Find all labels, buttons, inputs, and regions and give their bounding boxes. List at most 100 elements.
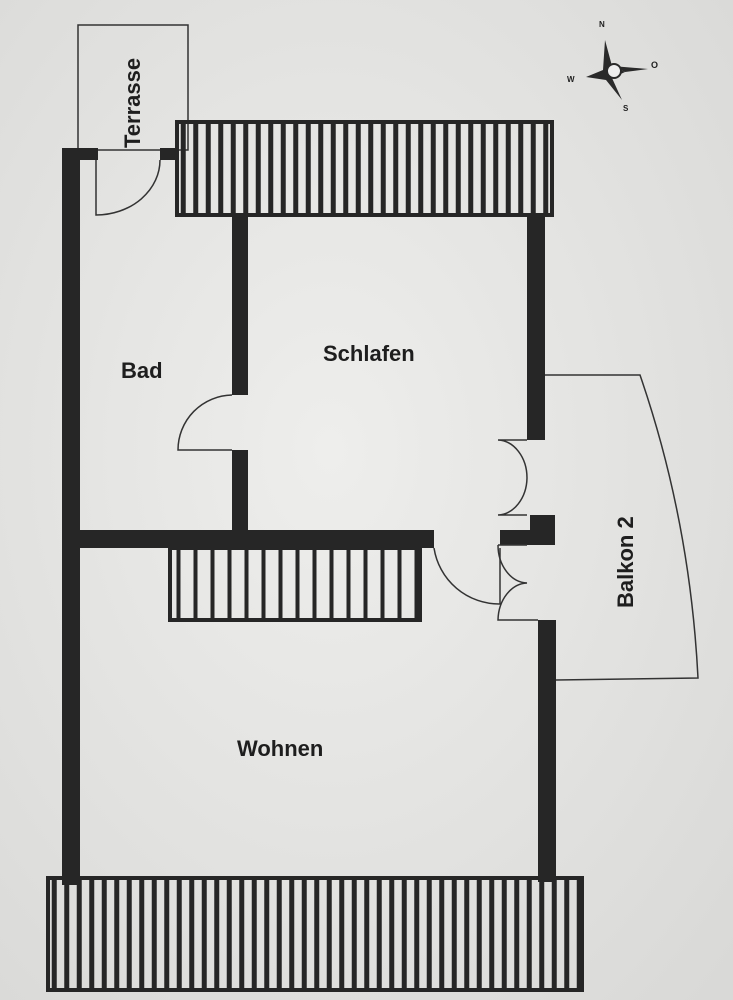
hatch-bar	[176, 548, 181, 620]
hatch-bar	[514, 878, 520, 990]
hatch-bar	[330, 122, 336, 215]
living-label: Wohnen	[237, 736, 323, 761]
hatch-bar	[268, 122, 274, 215]
hatch-bar	[443, 122, 449, 215]
hatch-bar	[351, 878, 357, 990]
hatch-bar	[493, 122, 499, 215]
hatch-bar	[405, 122, 411, 215]
hatch-bar	[226, 878, 232, 990]
hatch-bar	[363, 548, 368, 620]
wall-pier	[530, 515, 555, 545]
hatch-bar	[543, 122, 549, 215]
bath-label: Bad	[121, 358, 163, 383]
hatch-bar	[343, 122, 349, 215]
hatch-bar	[439, 878, 445, 990]
bath-wall-lower	[232, 450, 248, 535]
hatch-bar	[414, 878, 420, 990]
hatch-bar	[227, 548, 232, 620]
hatch-bar	[293, 122, 299, 215]
top-roof-hatching	[175, 120, 554, 217]
hatch-bar	[276, 878, 282, 990]
hatch-bar	[501, 878, 507, 990]
hatch-bar	[518, 122, 524, 215]
hatch-bar	[51, 878, 57, 990]
hatch-bar	[210, 548, 215, 620]
compass-west: W	[567, 75, 575, 84]
compass-north: N	[599, 20, 605, 29]
hatch-bar	[451, 878, 457, 990]
hatch-bar	[126, 878, 132, 990]
hatch-bar	[389, 878, 395, 990]
hatch-bar	[564, 878, 570, 990]
hatch-bar	[278, 548, 283, 620]
hatch-bar	[476, 878, 482, 990]
hatch-bar	[151, 878, 157, 990]
hatch-bar	[280, 122, 286, 215]
hatch-bar	[326, 878, 332, 990]
bath-wall-upper	[232, 215, 248, 395]
hatch-bar	[189, 878, 195, 990]
terrace-door	[95, 159, 161, 216]
hatch-bar	[114, 878, 120, 990]
hatch-bar	[244, 548, 249, 620]
hatch-bar	[264, 878, 270, 990]
hatch-bar	[243, 122, 249, 215]
hatch-bar	[318, 122, 324, 215]
hatch-bar	[314, 878, 320, 990]
hatch-bar	[218, 122, 224, 215]
hatch-bar	[305, 122, 311, 215]
hatch-frame	[175, 120, 554, 217]
hatch-bar	[251, 878, 257, 990]
hatch-bar	[214, 878, 220, 990]
hatch-bar	[380, 548, 385, 620]
hatch-bar	[180, 122, 186, 215]
hatch-bar	[164, 878, 170, 990]
hatch-bar	[89, 878, 95, 990]
hatch-bar	[505, 122, 511, 215]
hatch-bar	[301, 878, 307, 990]
hatch-bar	[397, 548, 402, 620]
hatch-bar	[364, 878, 370, 990]
staircase	[168, 546, 422, 622]
hatch-bar	[339, 878, 345, 990]
balcony-label: Balkon 2	[613, 516, 638, 608]
hatch-bar	[76, 878, 82, 990]
doors	[95, 159, 538, 621]
hatch-bar	[530, 122, 536, 215]
hatch-bar	[414, 548, 419, 620]
hatch-bar	[176, 878, 182, 990]
hatch-bar	[393, 122, 399, 215]
bedroom-label: Schlafen	[323, 341, 415, 366]
hatch-bar	[329, 548, 334, 620]
hatch-bar	[201, 878, 207, 990]
hatch-bar	[464, 878, 470, 990]
compass-east: O	[651, 60, 658, 70]
hatch-bar	[480, 122, 486, 215]
hatch-bar	[261, 548, 266, 620]
hatch-bar	[295, 548, 300, 620]
hatch-bar	[576, 878, 582, 990]
living-door	[433, 547, 501, 605]
balcony-door-lower	[497, 544, 538, 621]
balcony-door-upper	[497, 439, 528, 516]
bedroom-right-wall	[527, 215, 545, 440]
hatch-bar	[418, 122, 424, 215]
hatch-bar	[255, 122, 261, 215]
bath-door	[177, 394, 233, 451]
hatch-bar	[380, 122, 386, 215]
hatch-bar	[193, 122, 199, 215]
hatch-bar	[455, 122, 461, 215]
hatch-bar	[139, 878, 145, 990]
hatch-bar	[551, 878, 557, 990]
hatch-bar	[239, 878, 245, 990]
terrace-label: Terrasse	[120, 58, 145, 148]
wall-stub	[62, 148, 98, 160]
middle-wall	[62, 530, 434, 548]
hatch-bar	[346, 548, 351, 620]
hatch-bar	[468, 122, 474, 215]
balcony-outline	[545, 374, 699, 681]
hatch-bar	[312, 548, 317, 620]
wall-stub	[160, 148, 178, 160]
